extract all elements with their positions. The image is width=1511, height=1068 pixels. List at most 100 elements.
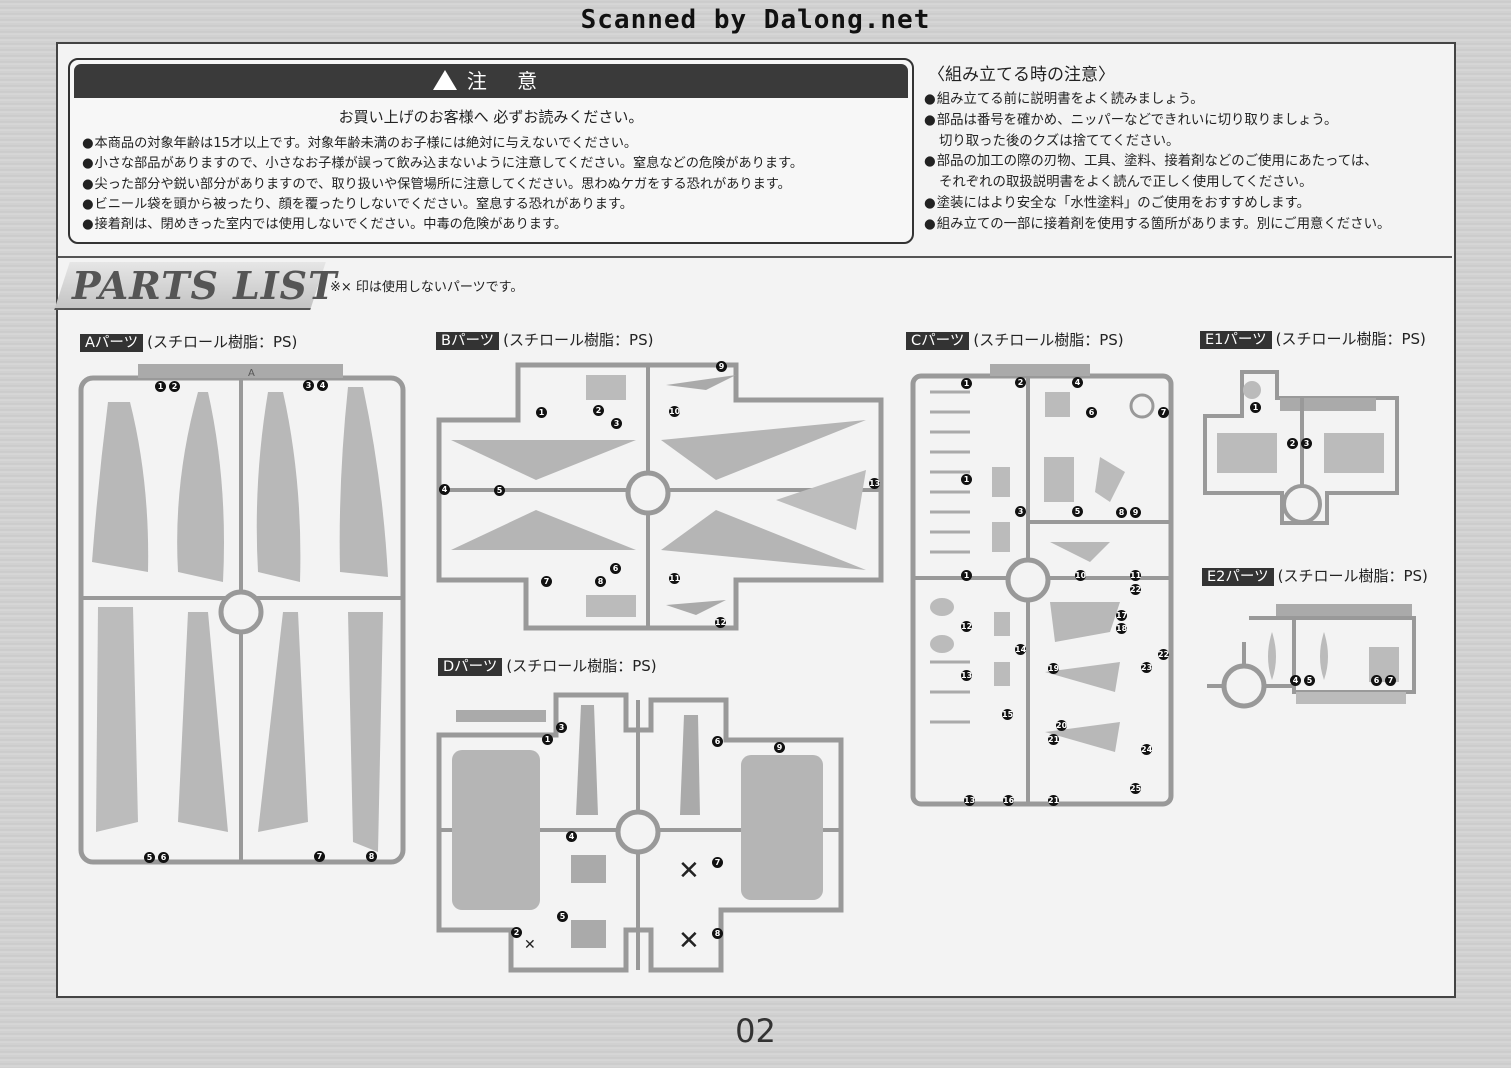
part-number: 3 (303, 380, 314, 391)
part-number: 10 (669, 406, 681, 417)
part-number: 1 (1250, 402, 1261, 413)
part-number: 11 (1130, 570, 1142, 581)
part-number: 9 (774, 742, 785, 753)
part-number: 13 (964, 795, 976, 806)
group-label-b: Bパーツ(スチロール樹脂：PS) (436, 329, 653, 350)
part-number: 5 (144, 852, 155, 863)
part-number: 23 (1141, 662, 1153, 673)
part-number: 20 (1056, 720, 1068, 731)
svg-text:A: A (248, 368, 255, 379)
unused-part-x-icon: ✕ (678, 926, 700, 956)
part-number: 9 (716, 361, 727, 372)
part-number: 12 (961, 621, 973, 632)
assembly-item: 組み立てる前に説明書をよく読みましょう。 (924, 90, 1434, 111)
warning-item: 本商品の対象年齢は15才以上です。対象年齢未満のお子様には絶対に与えないでくださ… (82, 134, 803, 154)
page-number: 02 (735, 1012, 776, 1050)
warning-header-text: 注 意 (466, 69, 550, 93)
part-number: 1 (961, 474, 972, 485)
sprue-a-diagram: A (78, 362, 408, 866)
part-number: 4 (1072, 377, 1083, 388)
part-number: 24 (1141, 744, 1153, 755)
part-number: 5 (1072, 506, 1083, 517)
assembly-title: 〈組み立てる時の注意〉 (928, 65, 1115, 85)
part-number: 1 (536, 407, 547, 418)
part-number: 4 (317, 380, 328, 391)
part-number: 6 (712, 736, 723, 747)
part-number: 13 (869, 478, 881, 489)
sprue-e1-diagram (1202, 368, 1400, 528)
part-number: 5 (1304, 675, 1315, 686)
sprue-d-diagram (436, 690, 844, 974)
part-number: 6 (610, 563, 621, 574)
warning-box: 注 意 お買い上げのお客様へ 必ずお読みください。 本商品の対象年齢は15才以上… (68, 58, 914, 244)
parts-note: ※× 印は使用しないパーツです。 (330, 280, 524, 295)
warning-item: ビニール袋を頭から被ったり、顔を覆ったりしないでください。窒息する恐れがあります… (82, 195, 803, 215)
part-number: 3 (1301, 438, 1312, 449)
warning-item: 小さな部品がありますので、小さなお子様が誤って飲み込まないように注意してください… (82, 154, 804, 174)
sprue-c-diagram (910, 362, 1174, 808)
part-number: 11 (669, 573, 681, 584)
warning-item: 尖った部分や鋭い部分がありますので、取り扱いや保管場所に注意してください。思わぬ… (82, 175, 803, 195)
part-number: 1 (542, 734, 553, 745)
part-number: 7 (1385, 675, 1396, 686)
part-number: 13 (961, 670, 973, 681)
part-number: 22 (1158, 649, 1170, 660)
assembly-item: 部品の加工の際の刃物、工具、塗料、接着剤などのご使用にあたっては、 (924, 152, 1434, 173)
part-number: 5 (557, 911, 568, 922)
part-number: 7 (712, 857, 723, 868)
assembly-list: 組み立てる前に説明書をよく読みましょう。 部品は番号を確かめ、ニッパーなどできれ… (924, 90, 1434, 236)
part-number: 21 (1048, 734, 1060, 745)
part-number: 3 (611, 418, 622, 429)
part-number: 1 (961, 570, 972, 581)
part-number: 15 (1002, 709, 1014, 720)
group-label-a: Aパーツ(スチロール樹脂：PS) (80, 331, 297, 352)
part-number: 14 (1015, 644, 1027, 655)
part-number: 8 (712, 928, 723, 939)
parts-title: PARTS LIST (72, 263, 338, 308)
part-number: 4 (566, 831, 577, 842)
sprue-e2-diagram (1204, 602, 1418, 724)
part-number: 4 (1290, 675, 1301, 686)
part-number: 12 (715, 617, 727, 628)
warning-header: 注 意 (74, 64, 908, 98)
part-number: 22 (1130, 584, 1142, 595)
warning-item: 接着剤は、閉めきった室内では使用しないでください。中毒の危険があります。 (82, 215, 803, 235)
part-number: 8 (1116, 507, 1127, 518)
part-number: 2 (1015, 377, 1026, 388)
part-number: 2 (169, 381, 180, 392)
part-number: 7 (541, 576, 552, 587)
assembly-item: 部品は番号を確かめ、ニッパーなどできれいに切り取りましょう。 (924, 111, 1434, 132)
unused-part-x-icon: ✕ (524, 937, 536, 953)
scanner-banner: Scanned by Dalong.net (580, 5, 931, 35)
part-number: 1 (155, 381, 166, 392)
part-number: 9 (1130, 507, 1141, 518)
assembly-item: 組み立ての一部に接着剤を使用する箇所があります。別にご用意ください。 (924, 215, 1434, 236)
part-number: 2 (593, 405, 604, 416)
part-number: 17 (1116, 610, 1128, 621)
assembly-item: それぞれの取扱説明書をよく読んで正しく使用してください。 (939, 175, 1313, 191)
part-number: 8 (366, 851, 377, 862)
group-label-c: Cパーツ(スチロール樹脂：PS) (906, 329, 1124, 350)
part-number: 2 (511, 927, 522, 938)
part-number: 6 (1086, 407, 1097, 418)
part-number: 8 (595, 576, 606, 587)
group-label-e1: E1パーツ(スチロール樹脂：PS) (1200, 328, 1426, 349)
part-number: 25 (1130, 783, 1142, 794)
unused-part-x-icon: ✕ (678, 856, 700, 886)
group-label-e2: E2パーツ(スチロール樹脂：PS) (1202, 565, 1428, 586)
part-number: 2 (1287, 438, 1298, 449)
part-number: 21 (1048, 795, 1060, 806)
part-number: 1 (961, 378, 972, 389)
part-number: 3 (1015, 506, 1026, 517)
warning-triangle-icon (432, 70, 457, 90)
part-number: 19 (1048, 663, 1060, 674)
warning-subheader: お買い上げのお客様へ 必ずお読みください。 (338, 108, 644, 126)
section-divider (58, 256, 1452, 258)
part-number: 4 (439, 484, 450, 495)
part-number: 18 (1116, 623, 1128, 634)
part-number: 10 (1075, 570, 1087, 581)
assembly-item: 塗装にはより安全な「水性塗料」のご使用をおすすめします。 (924, 194, 1434, 215)
part-number: 3 (556, 722, 567, 733)
group-label-d: Dパーツ(スチロール樹脂：PS) (438, 655, 657, 676)
part-number: 6 (158, 852, 169, 863)
